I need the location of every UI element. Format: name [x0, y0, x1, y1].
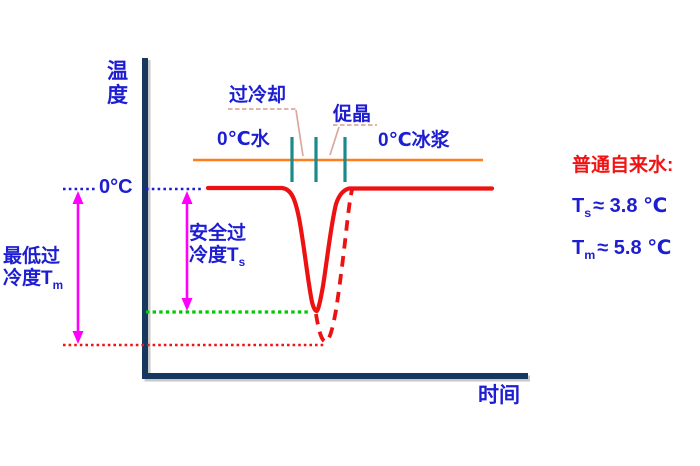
safe-supercool-subscript: s	[238, 256, 246, 270]
ts-symbol: T	[572, 195, 585, 217]
ts-subscript: s	[584, 206, 592, 220]
min-supercool-line2: 冷度T	[3, 268, 53, 290]
xy-axes	[142, 58, 528, 379]
ts-range-arrow	[181, 191, 193, 311]
tm-symbol: T	[572, 237, 585, 259]
tap-water-note-title: 普通自来水:	[572, 155, 674, 176]
ice-slurry-0c-label: 0℃冰浆	[378, 130, 450, 151]
y-axis-label: 温度	[107, 60, 128, 107]
ts-value-line: Ts≈ 3.8 ℃	[572, 195, 668, 220]
tm-value: ≈ 5.8 ℃	[597, 237, 672, 259]
min-supercool-label: 最低过 冷度Tm	[3, 246, 75, 293]
safe-supercool-label: 安全过 冷度Ts	[189, 223, 261, 270]
tm-subscript: m	[584, 248, 596, 262]
cooling-curve-dashed	[314, 189, 354, 344]
min-supercool-line1: 最低过	[3, 246, 61, 267]
ts-value: ≈ 3.8 ℃	[593, 195, 668, 217]
cooling-curve-solid	[205, 185, 495, 314]
tm-range-arrow	[72, 191, 84, 344]
x-axis-label: 时间	[478, 384, 520, 407]
supercool-leader-line	[295, 109, 304, 157]
min-supercool-subscript: m	[52, 279, 64, 293]
zero-celsius-label: 0°C	[99, 176, 133, 198]
tm-value-line: Tm≈ 5.8 ℃	[572, 237, 672, 262]
promote-crystal-callout-label: 促晶	[333, 104, 372, 125]
safe-supercool-line1: 安全过	[189, 223, 247, 244]
promote-leader-line	[329, 126, 340, 156]
safe-supercool-line2: 冷度T	[189, 245, 239, 267]
water-0c-label: 0℃水	[217, 129, 270, 150]
supercool-callout-label: 过冷却	[229, 85, 287, 106]
